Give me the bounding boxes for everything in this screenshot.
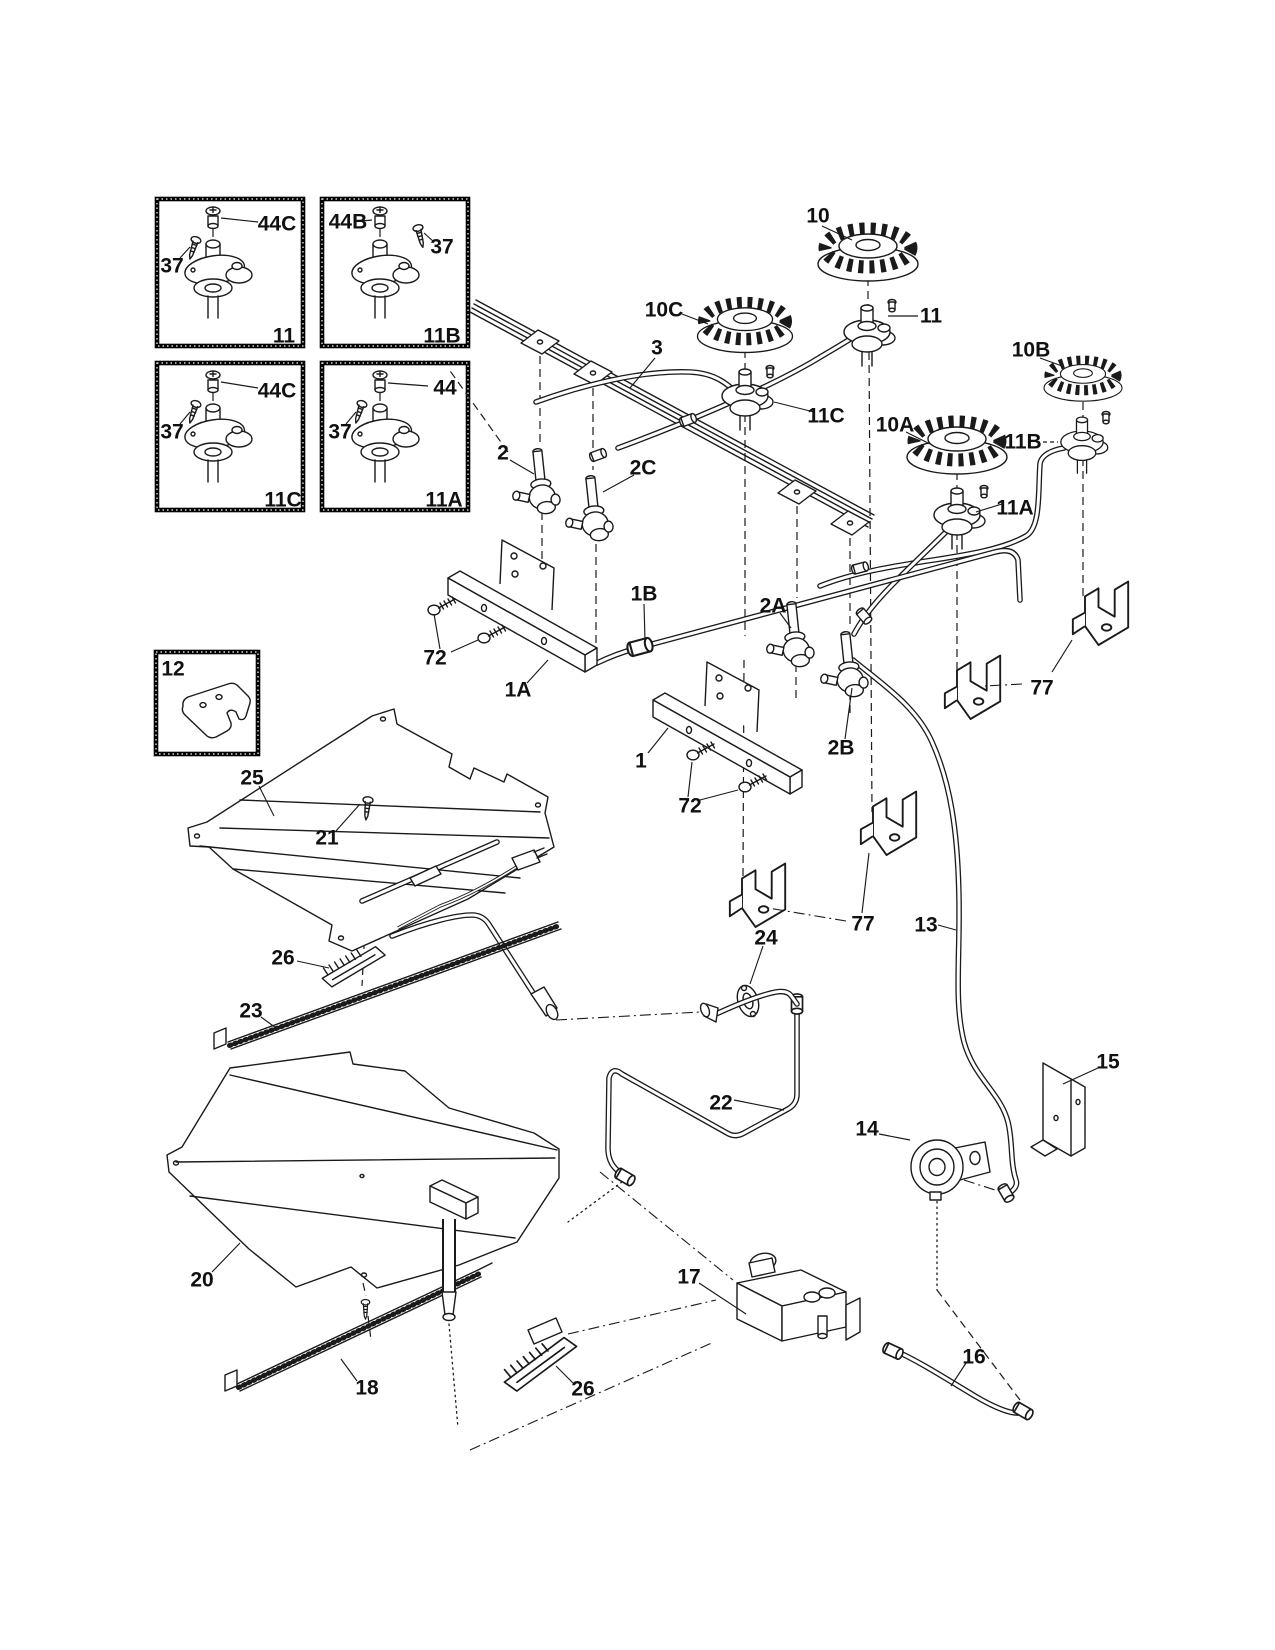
callout-26-rear: 26 — [271, 947, 294, 970]
callout-44B: 44B — [329, 211, 368, 234]
screw-72-front-b — [477, 624, 507, 644]
rail-23 — [213, 921, 562, 1050]
burner-10 — [818, 229, 918, 281]
callout-10A: 10A — [876, 414, 915, 437]
burner-10A — [907, 422, 1007, 474]
pressure-regulator-14 — [910, 1139, 991, 1201]
callout-24: 24 — [754, 927, 778, 950]
inset-box-11C — [154, 360, 306, 513]
igniter-harness — [397, 847, 548, 930]
rail-18 — [224, 1262, 493, 1392]
spark-module-17 — [736, 1252, 861, 1342]
callout-44C-2: 44C — [258, 380, 297, 403]
callout-1A: 1A — [505, 679, 532, 702]
callout-2C: 2C — [630, 457, 657, 480]
callout-1B: 1B — [631, 583, 658, 606]
callout-37-4: 37 — [328, 421, 351, 444]
callout-11A: 11A — [996, 497, 1033, 520]
igniter-26-front — [496, 1317, 585, 1395]
manifold-1 — [652, 661, 803, 795]
burner-10B — [1044, 361, 1122, 402]
inset-box-11A — [319, 360, 471, 513]
gas-tubes — [533, 333, 1067, 1416]
callout-11B: 11B — [1004, 431, 1041, 454]
callout-12: 12 — [161, 658, 184, 681]
callout-37-1: 37 — [160, 255, 183, 278]
callout-11C: 11C — [807, 405, 844, 428]
callout-11: 11 — [920, 305, 943, 328]
callout-2B: 2B — [828, 737, 855, 760]
venturi-tube-front — [429, 1179, 479, 1322]
callout-10C: 10C — [645, 299, 684, 322]
callout-16: 16 — [962, 1346, 985, 1369]
bracket-77-right-front — [943, 654, 1002, 720]
callout-11A-box: 11A — [425, 489, 462, 512]
callout-37-3: 37 — [160, 421, 183, 444]
callout-25: 25 — [240, 767, 264, 790]
deflector-panel-20 — [166, 1051, 560, 1289]
inset-box-11 — [154, 196, 306, 349]
burner-10C — [698, 303, 793, 352]
tube-fittings — [587, 412, 1036, 1422]
callout-21: 21 — [315, 827, 339, 850]
callout-77-right: 77 — [1030, 677, 1053, 700]
bracket-77-right-rear — [1071, 580, 1130, 646]
callout-11C-box: 11C — [264, 489, 301, 512]
callout-11-box: 11 — [273, 325, 296, 348]
callout-77-center: 77 — [851, 913, 874, 936]
callout-2: 2 — [497, 442, 509, 465]
callout-44: 44 — [433, 377, 457, 400]
bracket-77-rear — [859, 790, 918, 856]
callout-15: 15 — [1096, 1051, 1120, 1074]
orifice-holder-11C — [721, 364, 775, 431]
callout-11B-box: 11B — [423, 325, 460, 348]
shim-plate — [181, 682, 251, 739]
valve-2C — [559, 473, 616, 545]
callout-18: 18 — [355, 1377, 379, 1400]
callout-72-front: 72 — [423, 647, 446, 670]
callout-37-2: 37 — [430, 236, 453, 259]
burner-tube-upper — [389, 912, 559, 1021]
callout-17: 17 — [677, 1266, 700, 1289]
leader-lines — [211, 225, 1099, 1387]
orifice-holder-11B — [1060, 410, 1111, 474]
manifold-1A — [447, 539, 598, 673]
orifice-holder-11 — [843, 298, 897, 367]
igniter-26-rear — [317, 944, 390, 989]
callout-10: 10 — [806, 205, 829, 228]
callout-26-front: 26 — [571, 1378, 594, 1401]
callout-labels: 44C 37 11 44B 37 11B 44C 37 11C 44 37 11… — [160, 205, 1120, 1401]
elbow-24 — [699, 984, 800, 1023]
callout-20: 20 — [190, 1269, 213, 1292]
bracket-77-center — [728, 862, 787, 928]
callout-13: 13 — [914, 914, 937, 937]
callout-14: 14 — [855, 1118, 879, 1141]
bracket-15 — [1030, 1062, 1086, 1157]
screw-72-front-a — [427, 596, 457, 616]
inset-box-12 — [153, 649, 261, 757]
callout-23: 23 — [239, 1000, 262, 1023]
callout-3: 3 — [651, 337, 663, 360]
tube-bundle-3 — [469, 299, 875, 536]
callout-44C-1: 44C — [258, 213, 297, 236]
callout-2A: 2A — [760, 595, 787, 618]
inset-box-11B — [319, 196, 471, 349]
valve-2 — [506, 446, 563, 518]
callout-22: 22 — [709, 1092, 732, 1115]
deflector-panel-25 — [187, 708, 555, 952]
callout-72-rear: 72 — [678, 795, 701, 818]
callout-1: 1 — [635, 750, 647, 773]
callout-10B: 10B — [1012, 339, 1051, 362]
